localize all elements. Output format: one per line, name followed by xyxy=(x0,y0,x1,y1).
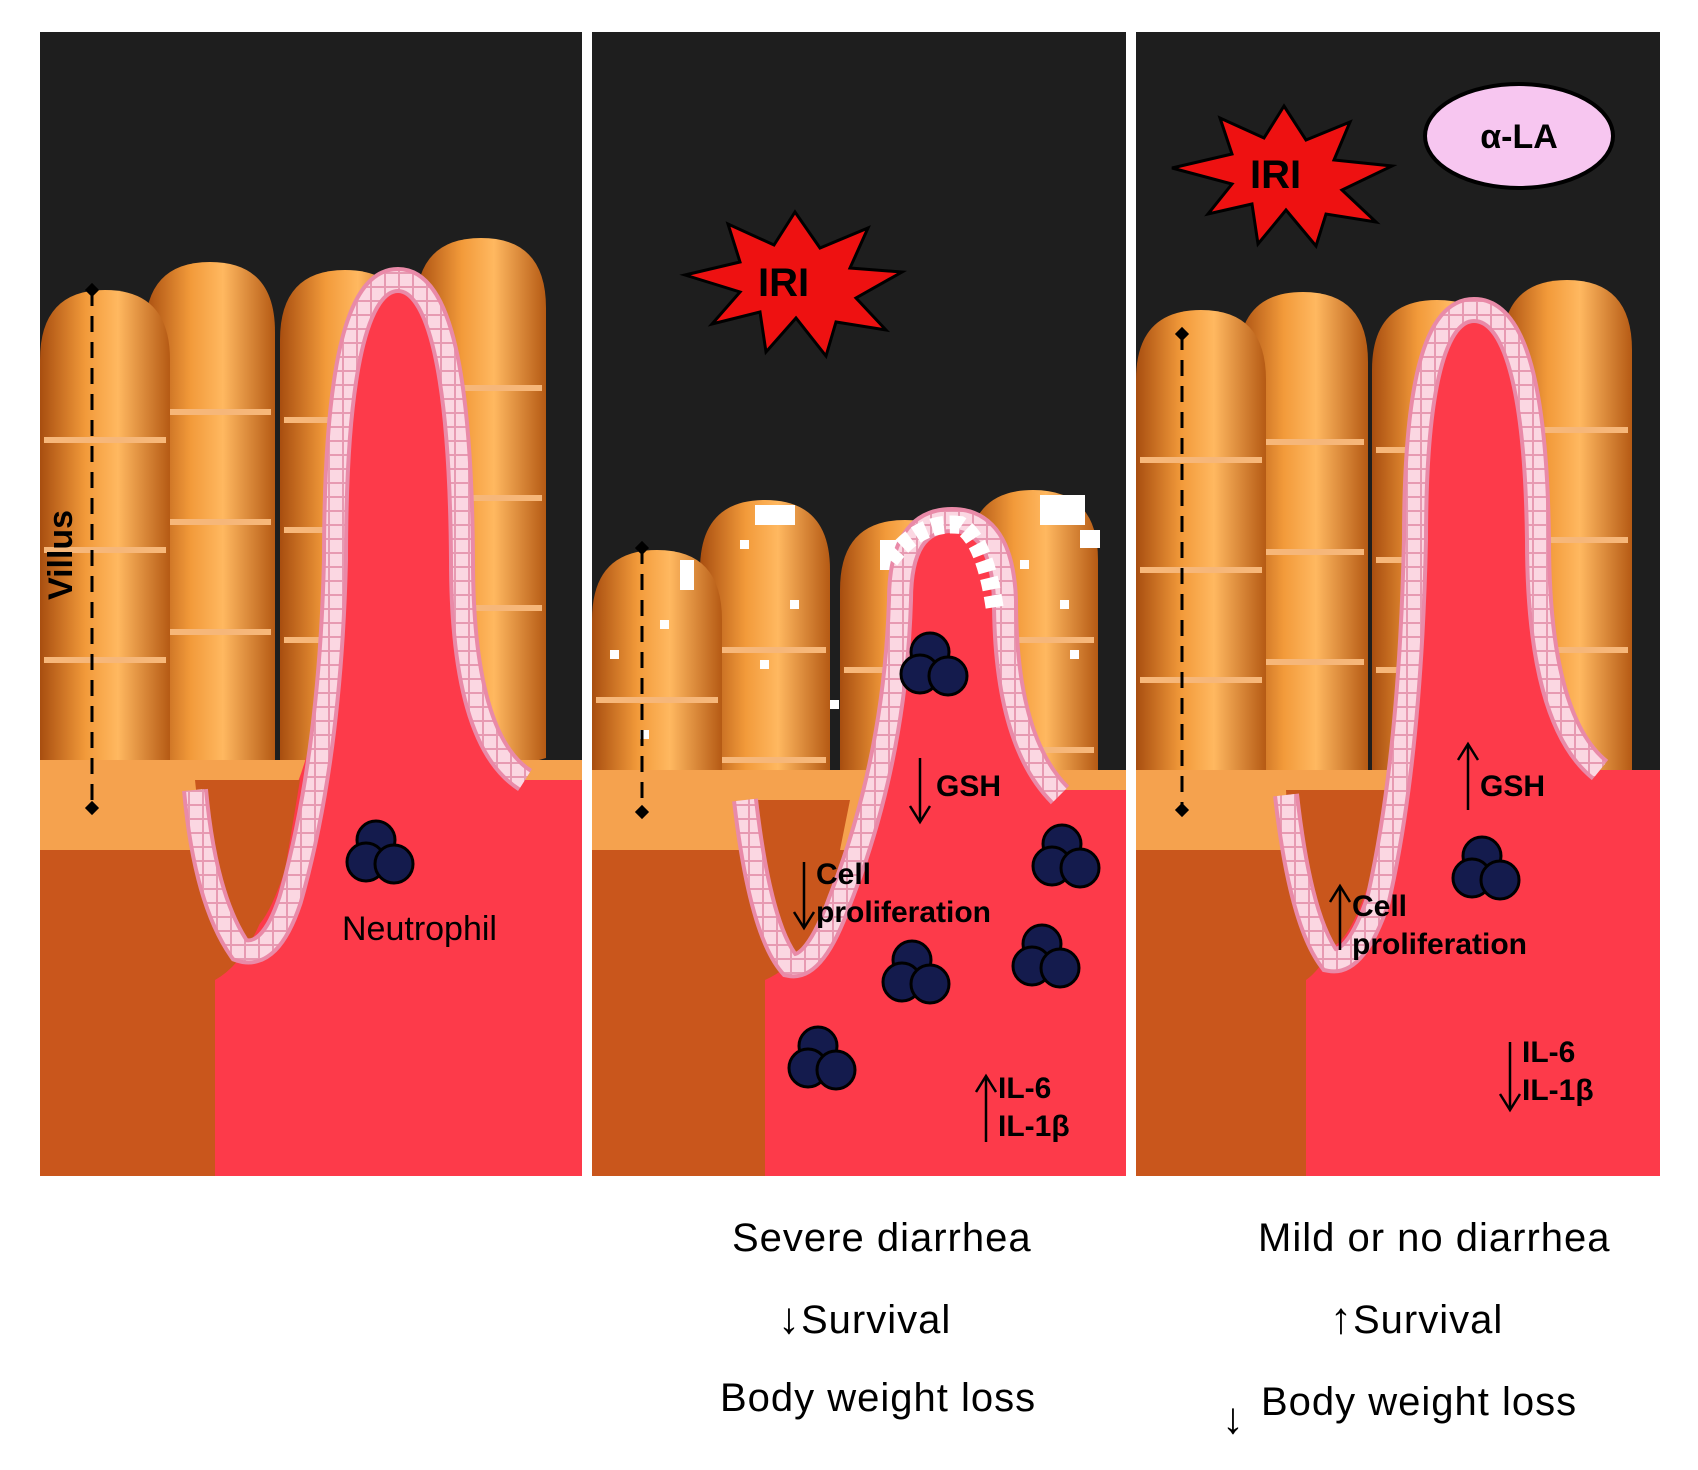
cell-proliferation-increase: Cell proliferation xyxy=(1328,883,1527,961)
injury-label: IRI xyxy=(758,261,809,305)
villus-label: Villus xyxy=(42,510,80,600)
injury-burst: IRI xyxy=(679,209,908,360)
treatment-badge: α-LA xyxy=(1423,82,1615,190)
up-arrow-icon: ↑ xyxy=(1330,1294,1353,1343)
proliferation-label: proliferation xyxy=(1352,928,1527,961)
injury-burst: IRI xyxy=(1171,103,1398,250)
survival-label: Survival xyxy=(801,1298,952,1342)
survival-label: Survival xyxy=(1353,1298,1504,1342)
injury-label: IRI xyxy=(1250,153,1301,197)
outcome-severe-diarrhea: Severe diarrhea xyxy=(732,1216,1032,1260)
gsh-increase: GSH xyxy=(1456,741,1545,810)
cell-proliferation-decrease: Cell proliferation xyxy=(792,858,991,931)
cell-label: Cell xyxy=(816,858,871,891)
cytokines-decrease: IL-6 IL-1β xyxy=(1498,1036,1594,1113)
il1b-label: IL-1β xyxy=(998,1110,1070,1143)
outcome-body-weight-loss-reduced: ↓ Body weight loss xyxy=(1222,1376,1578,1443)
outcome-survival-increase: ↑Survival xyxy=(1330,1294,1503,1344)
treatment-label: α-LA xyxy=(1480,118,1558,156)
outcome-mild-diarrhea: Mild or no diarrhea xyxy=(1258,1216,1611,1260)
il6-label: IL-6 xyxy=(998,1072,1051,1105)
gsh-label: GSH xyxy=(936,770,1001,803)
body-weight-loss-label: Body weight loss xyxy=(1261,1380,1578,1424)
gsh-decrease: GSH xyxy=(908,758,1001,825)
panel-iri-treated: IRI α-LA GSH Cell proliferation IL-6 IL-… xyxy=(1136,32,1660,1176)
il1b-label: IL-1β xyxy=(1522,1074,1594,1107)
il6-label: IL-6 xyxy=(1522,1036,1575,1069)
down-arrow-icon: ↓ xyxy=(778,1294,801,1343)
outcome-body-weight-loss: Body weight loss xyxy=(720,1376,1037,1420)
panel-iri: IRI GSH Cell proliferation IL-6 IL-1β xyxy=(592,32,1126,1176)
outcome-survival-decrease: ↓Survival xyxy=(778,1294,951,1344)
cell-label: Cell xyxy=(1352,890,1407,923)
down-arrow-icon: ↓ xyxy=(1222,1394,1245,1443)
gsh-label: GSH xyxy=(1480,770,1545,803)
proliferation-label: proliferation xyxy=(816,896,991,929)
panel-normal: Villus Neutrophil xyxy=(40,32,582,1176)
neutrophil-label: Neutrophil xyxy=(342,910,497,948)
cytokines-increase: IL-6 IL-1β xyxy=(974,1072,1070,1143)
